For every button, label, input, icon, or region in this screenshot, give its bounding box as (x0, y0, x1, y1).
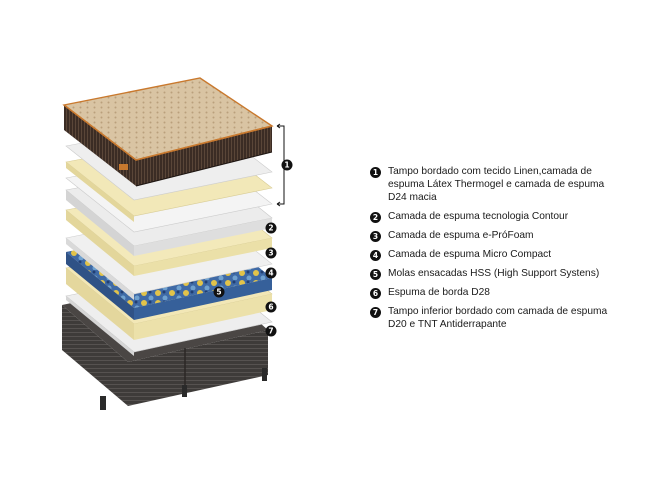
svg-text:4: 4 (268, 269, 273, 278)
legend-description: Tampo bordado com tecido Linen,camada de… (388, 166, 605, 203)
legend-item-7: 7 Tampo inferior bordado com camada de e… (370, 305, 620, 331)
layer-1-pillow-top (62, 77, 274, 187)
legend-description: Molas ensacadas HSS (High Support Systen… (388, 268, 600, 279)
legend-description: Camada de espuma Micro Compact (388, 249, 552, 260)
legend-description: Camada de espuma e-PróFoam (388, 230, 534, 241)
legend-item-4: 4 Camada de espuma Micro Compact (370, 248, 620, 261)
brand-label (119, 164, 128, 170)
legend-item-1: 1 Tampo bordado com tecido Linen,camada … (370, 165, 620, 204)
legend-number: 5 (370, 269, 381, 280)
svg-text:6: 6 (268, 303, 273, 312)
svg-text:2: 2 (268, 224, 273, 233)
legend-item-2: 2 Camada de espuma tecnologia Contour (370, 210, 620, 223)
legend-number: 3 (370, 231, 381, 242)
svg-text:3: 3 (268, 249, 273, 258)
legend-number: 7 (370, 307, 381, 318)
legend-description: Camada de espuma tecnologia Contour (388, 211, 569, 222)
legend-number: 6 (370, 288, 381, 299)
svg-text:1: 1 (284, 161, 289, 170)
svg-text:7: 7 (268, 327, 273, 336)
marker-6: 6 (265, 301, 277, 313)
legend-item-5: 5 Molas ensacadas HSS (High Support Syst… (370, 267, 620, 280)
legend-number: 4 (370, 250, 381, 261)
legend-item-3: 3 Camada de espuma e-PróFoam (370, 229, 620, 242)
marker-7: 7 (265, 325, 277, 337)
marker-4: 4 (265, 267, 277, 279)
legend-number: 1 (370, 167, 381, 178)
legend-description: Tampo inferior bordado com camada de esp… (388, 306, 608, 330)
marker-5: 5 (213, 286, 225, 298)
legend-number: 2 (370, 212, 381, 223)
legend-item-6: 6 Espuma de borda D28 (370, 286, 620, 299)
layer-markers: 1 2 3 4 5 6 7 (213, 123, 293, 337)
marker-1: 1 (281, 159, 293, 171)
layer-legend: 1 Tampo bordado com tecido Linen,camada … (370, 165, 620, 337)
svg-text:5: 5 (216, 288, 221, 297)
marker-3: 3 (265, 247, 277, 259)
marker-2: 2 (265, 222, 277, 234)
legend-description: Espuma de borda D28 (388, 287, 490, 298)
